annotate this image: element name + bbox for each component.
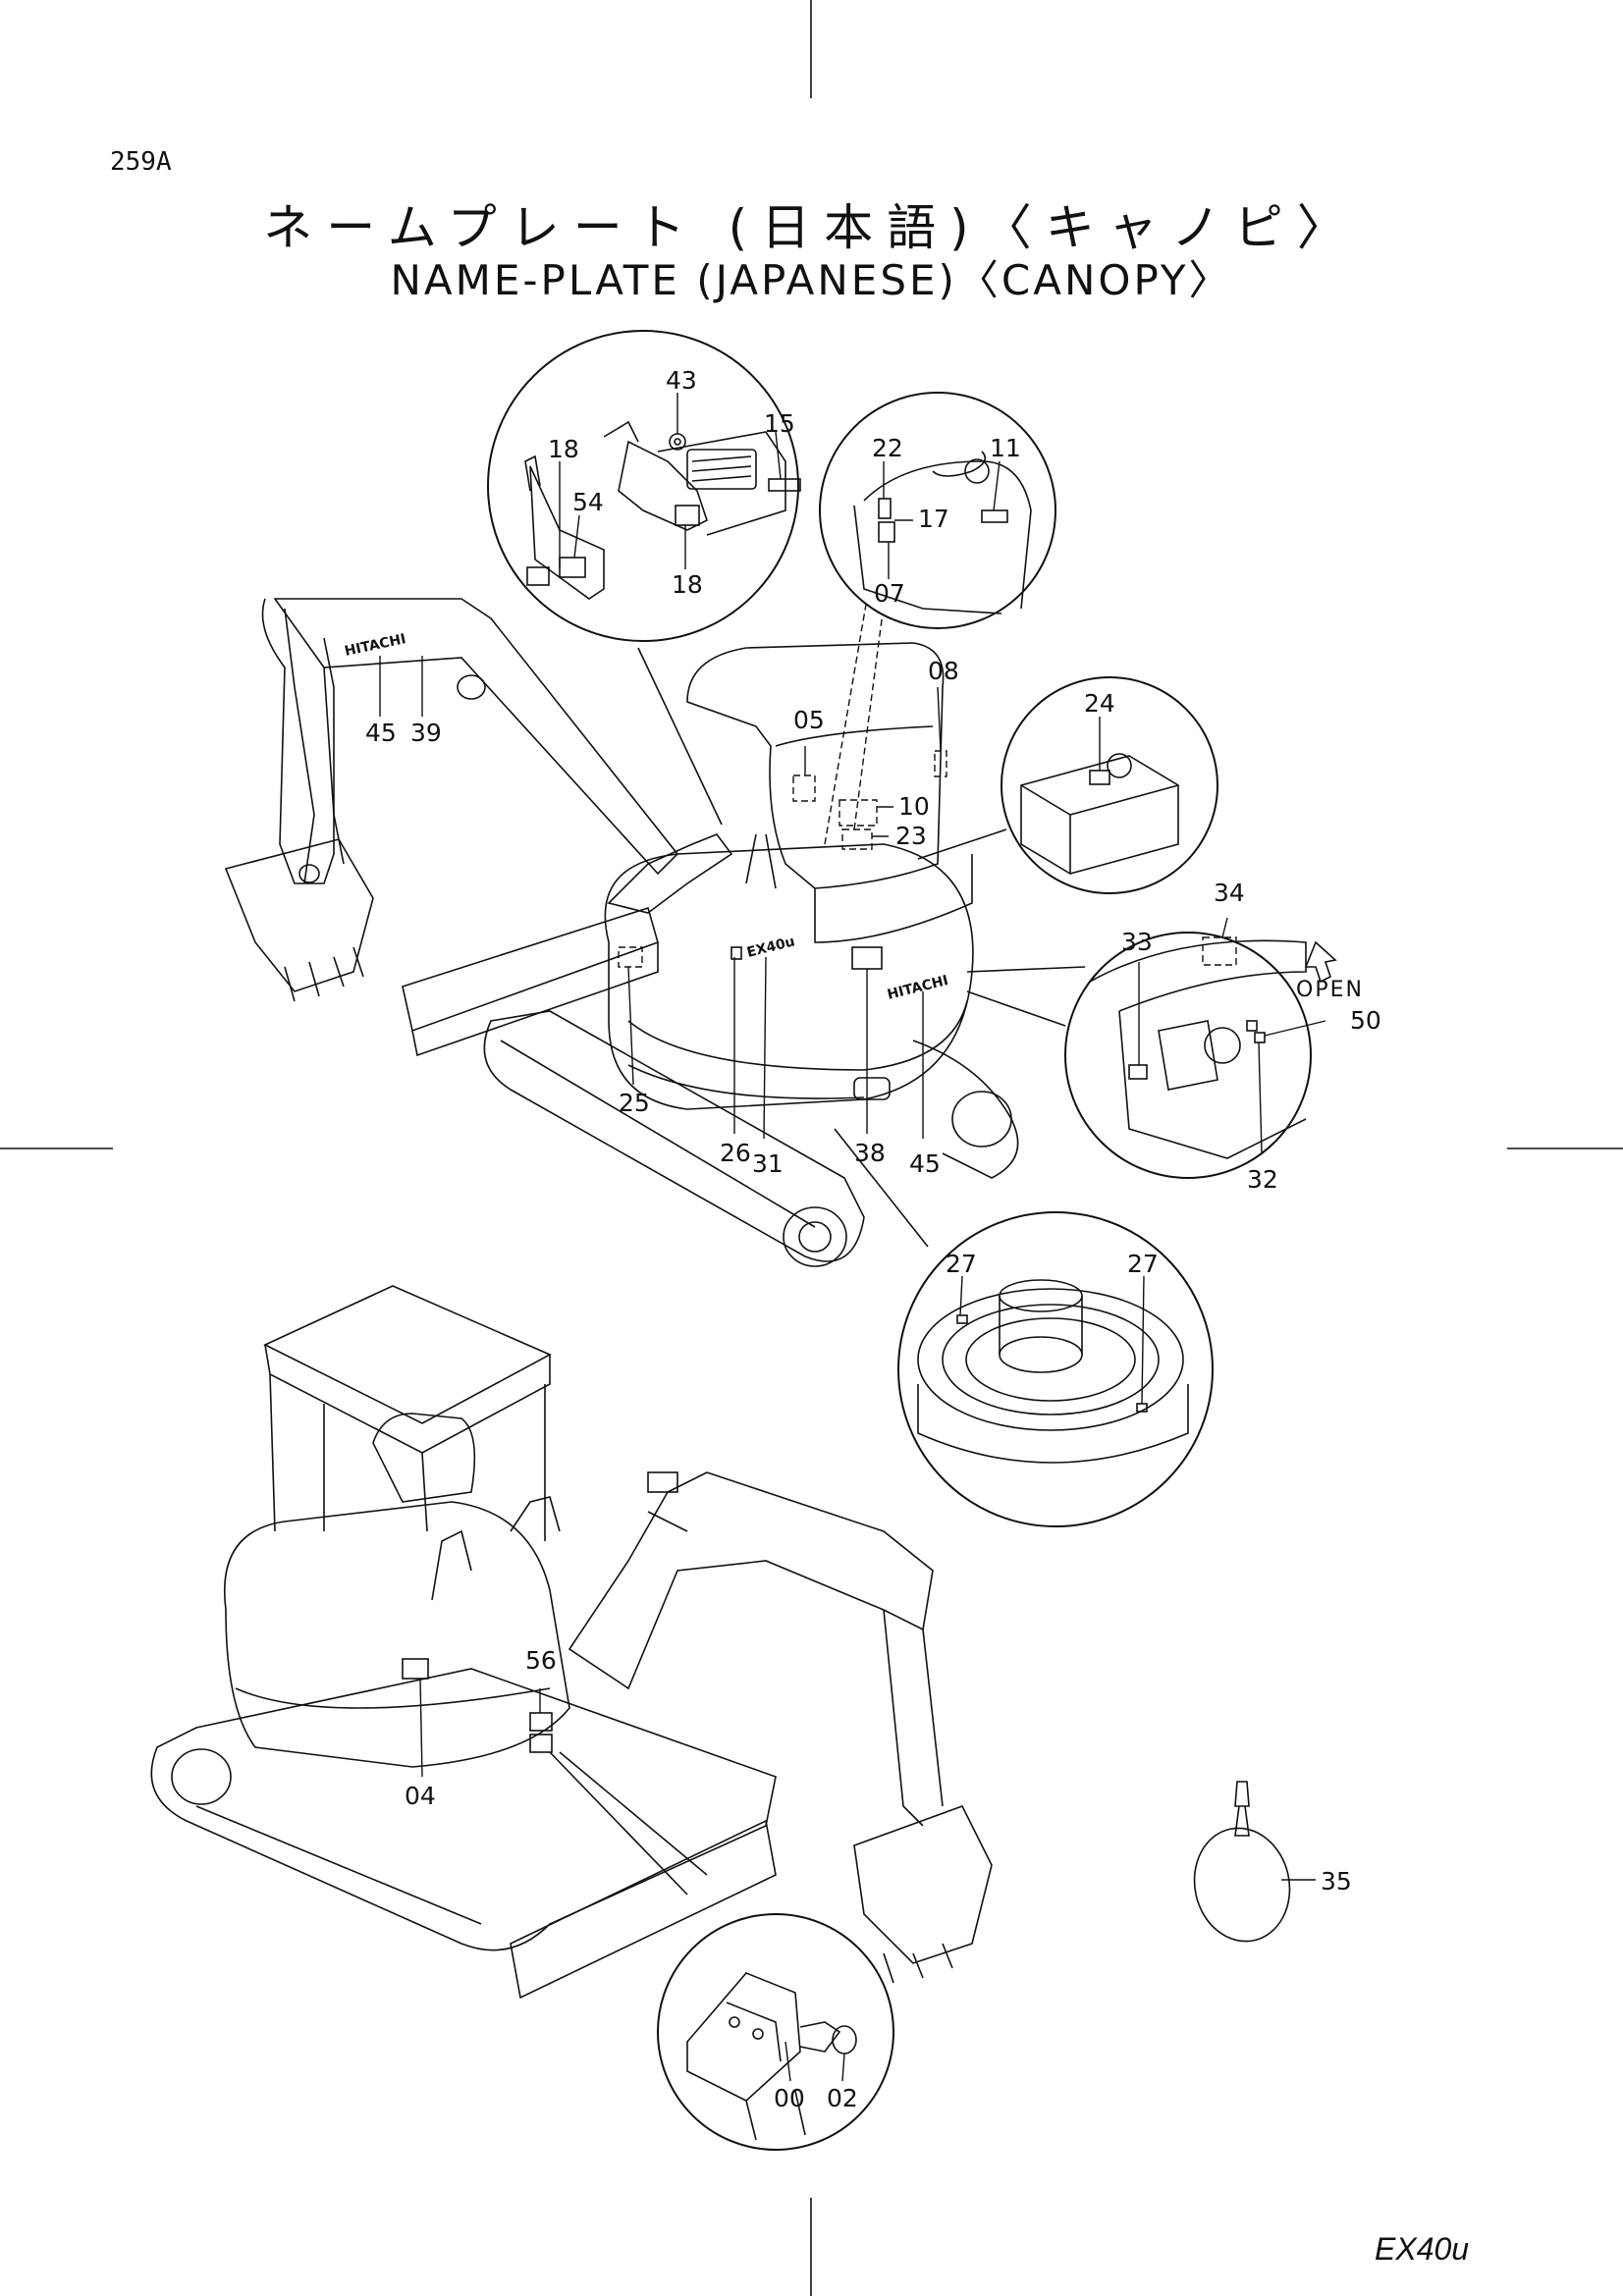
- detail-circle-bracket: [657, 1913, 894, 2151]
- callout-18-lower: 18: [672, 570, 703, 599]
- decal-05: [792, 774, 816, 802]
- detail-circle-canopy-top: [819, 392, 1056, 629]
- callout-18-upper: 18: [548, 435, 579, 463]
- model-badge: EX40u: [745, 934, 796, 961]
- detail-circle-controls: [487, 330, 801, 642]
- callout-45-body: 45: [909, 1149, 941, 1178]
- callout-34: 34: [1214, 879, 1245, 907]
- page-title-english: NAME-PLATE (JAPANESE)〈CANOPY〉: [390, 256, 1233, 304]
- callout-56: 56: [525, 1646, 557, 1675]
- detail-circle-engine-cover: OPEN: [1064, 917, 1364, 1179]
- open-label: OPEN: [1296, 978, 1364, 1002]
- body-brand-logo: HITACHI: [886, 973, 949, 1003]
- callout-35: 35: [1321, 1867, 1352, 1896]
- callout-24: 24: [1084, 689, 1115, 718]
- callout-08: 08: [928, 657, 959, 685]
- decal-25: [618, 946, 643, 968]
- callout-numbers: 43 15 18 54 18 22 11 17 07 08 05 10 23 4…: [365, 366, 1381, 2112]
- callout-00: 00: [774, 2084, 805, 2112]
- excavator-rear-view: [150, 1285, 993, 2000]
- decal-26: [730, 946, 742, 960]
- decal-23: [841, 828, 873, 850]
- callout-31: 31: [752, 1149, 784, 1178]
- callout-32: 32: [1247, 1165, 1278, 1194]
- callout-26: 26: [720, 1139, 751, 1167]
- callout-17: 17: [918, 505, 949, 533]
- page-code: 259A: [110, 147, 172, 177]
- callout-43: 43: [666, 366, 697, 395]
- callout-11: 11: [990, 434, 1021, 462]
- callout-05: 05: [793, 706, 825, 734]
- model-code: EX40u: [1375, 2231, 1470, 2267]
- callout-27-right: 27: [1127, 1250, 1159, 1278]
- excavator-front-view: HITACHI HITACHI EX40u: [224, 529, 1086, 1267]
- callout-33: 33: [1121, 928, 1153, 956]
- detail-circle-swing-bearing: [897, 1211, 1214, 1527]
- decal-10: [839, 799, 878, 827]
- callout-02: 02: [827, 2084, 858, 2112]
- callout-45-boom: 45: [365, 719, 397, 747]
- callout-10: 10: [898, 792, 930, 821]
- page-title-japanese: ネームプレート (日本語)〈キャノピ〉: [263, 199, 1360, 256]
- callout-04: 04: [405, 1782, 436, 1810]
- callout-50: 50: [1350, 1006, 1381, 1035]
- callout-15: 15: [764, 409, 795, 438]
- key-tag: [1193, 1781, 1316, 1943]
- decal-38: [851, 946, 883, 970]
- callout-39: 39: [410, 719, 442, 747]
- callout-54: 54: [572, 488, 604, 516]
- detail-circle-fuel-tank: [1001, 676, 1218, 894]
- callout-22: 22: [872, 434, 903, 462]
- callout-27-left: 27: [946, 1250, 977, 1278]
- boom-brand-logo: HITACHI: [344, 631, 407, 660]
- callout-23: 23: [895, 822, 927, 850]
- callout-07: 07: [874, 579, 905, 608]
- callout-25: 25: [619, 1089, 650, 1117]
- callout-38: 38: [854, 1139, 886, 1167]
